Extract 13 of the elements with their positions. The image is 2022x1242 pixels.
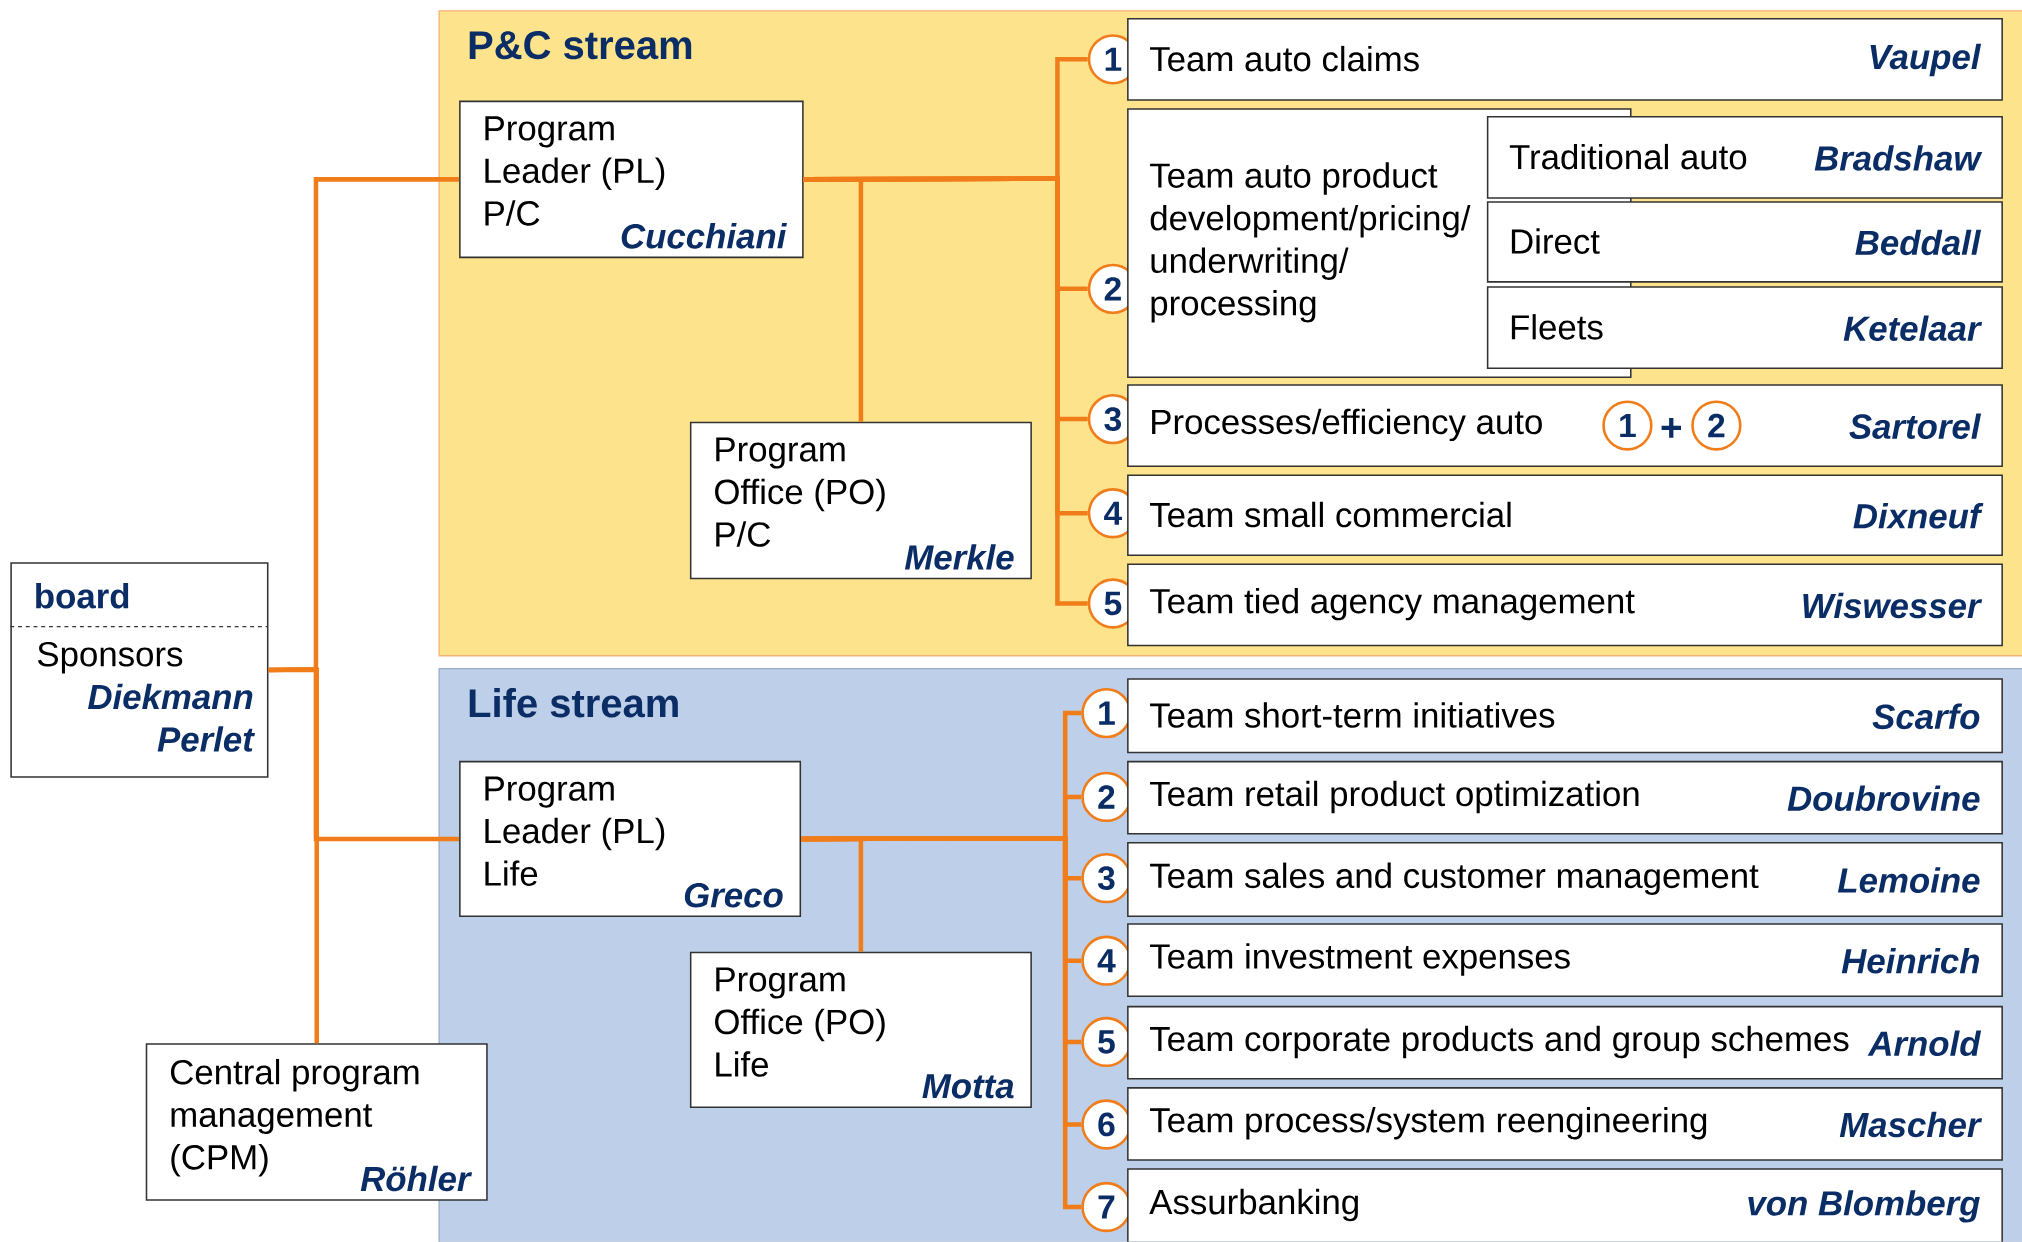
subteam-box: Direct Beddall	[1486, 201, 2003, 283]
board-box: board Sponsors Diekmann Perlet	[9, 562, 269, 778]
program-box: Program Office (PO) P/C Merkle	[689, 421, 1032, 580]
connector-line	[801, 836, 1082, 1210]
subteam-box: Traditional auto Bradshaw	[1486, 116, 2003, 199]
program-box: Program Leader (PL) Life Greco	[459, 760, 802, 918]
subteam-box: Fleets Ketelaar	[1486, 286, 2003, 370]
program-box: Program Leader (PL) P/C Cucchiani	[459, 100, 804, 259]
program-box: Program Office (PO) Life Motta	[689, 951, 1032, 1109]
connector-line	[803, 176, 1088, 606]
connector-line	[268, 667, 319, 1044]
program-box: Central program management (CPM) Röhler	[145, 1043, 488, 1201]
plus-sign: +	[1661, 418, 1681, 438]
